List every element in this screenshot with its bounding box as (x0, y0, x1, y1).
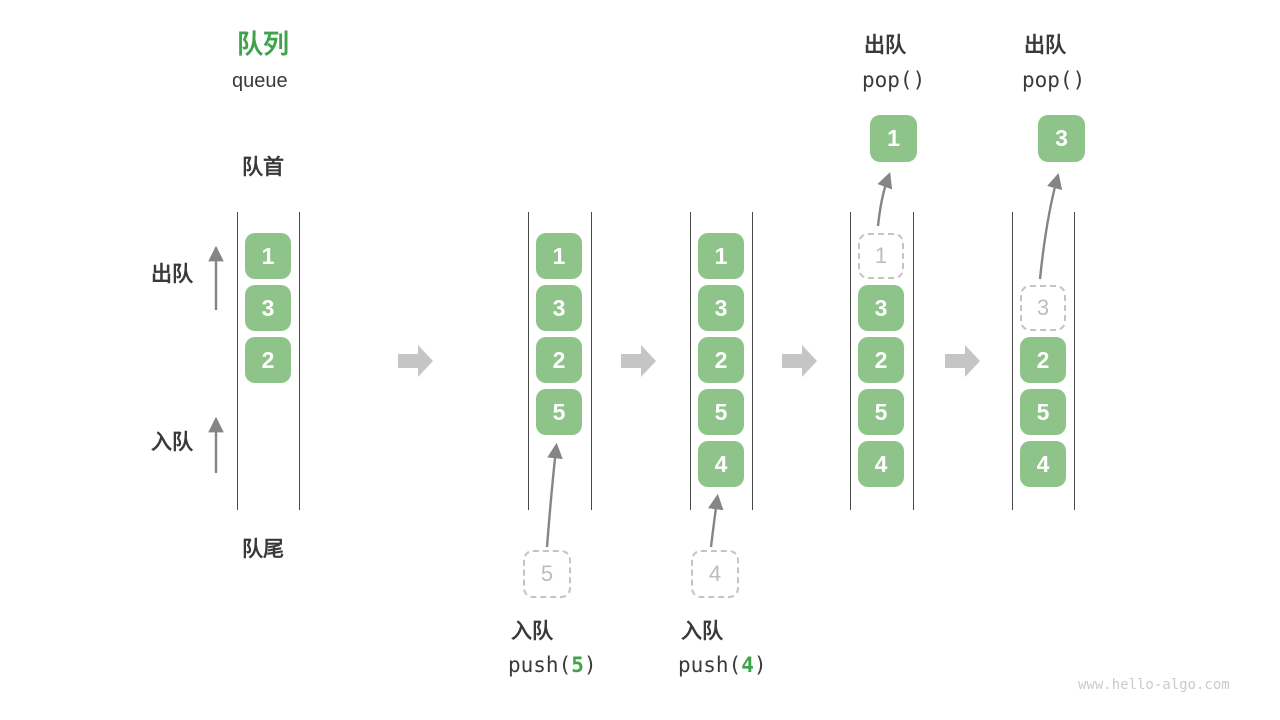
transition-chevron-icon (398, 345, 433, 377)
push4-label-zh: 入队 (681, 620, 723, 643)
pop1-label-zh: 出队 (864, 34, 906, 57)
queue-element: 5 (698, 389, 744, 435)
popped-slot-ghost: 1 (858, 233, 904, 279)
queue-element: 1 (245, 233, 291, 279)
queue-element: 2 (858, 337, 904, 383)
push5-code-post: ) (583, 653, 597, 677)
queue-element: 2 (1020, 337, 1066, 383)
push4-code-pre: push( (678, 653, 742, 677)
queue-element: 1 (536, 233, 582, 279)
queue-element: 5 (536, 389, 582, 435)
queue-element: 5 (1020, 389, 1066, 435)
push5-code: push(5) (508, 653, 597, 677)
queue-element: 2 (536, 337, 582, 383)
popped-element: 1 (870, 115, 917, 162)
queue-element: 3 (698, 285, 744, 331)
queue-element: 4 (1020, 441, 1066, 487)
transition-chevron-icon (782, 345, 817, 377)
queue-element: 2 (698, 337, 744, 383)
incoming-element-ghost: 4 (691, 550, 739, 598)
push5-code-arg: 5 (571, 653, 584, 677)
diagram-title-zh: 队列 (237, 29, 290, 59)
label-dequeue-side: 出队 (151, 263, 193, 286)
push5-code-pre: push( (508, 653, 572, 677)
pop2-label-zh: 出队 (1024, 34, 1066, 57)
queue-rails-state2 (528, 212, 592, 510)
popped-slot-ghost: 3 (1020, 285, 1066, 331)
push5-label-zh: 入队 (511, 620, 553, 643)
queue-rails-state5 (1012, 212, 1075, 510)
transition-chevron-icon (945, 345, 980, 377)
queue-element: 3 (536, 285, 582, 331)
queue-rails-state1 (237, 212, 300, 510)
watermark: www.hello-algo.com (1078, 677, 1230, 693)
label-queue-front: 队首 (242, 156, 284, 179)
pop1-code: pop() (862, 68, 926, 92)
pop2-code: pop() (1022, 68, 1086, 92)
queue-rails-state4 (850, 212, 914, 510)
diagram-title-en: queue (232, 70, 288, 92)
queue-element: 4 (698, 441, 744, 487)
incoming-element-ghost: 5 (523, 550, 571, 598)
queue-element: 3 (245, 285, 291, 331)
label-queue-rear: 队尾 (242, 538, 284, 561)
label-enqueue-side: 入队 (151, 431, 193, 454)
queue-element: 2 (245, 337, 291, 383)
transition-chevron-icon (621, 345, 656, 377)
queue-element: 3 (858, 285, 904, 331)
push4-code: push(4) (678, 653, 767, 677)
queue-element: 5 (858, 389, 904, 435)
popped-element: 3 (1038, 115, 1085, 162)
push4-code-post: ) (753, 653, 767, 677)
queue-rails-state3 (690, 212, 753, 510)
queue-element: 1 (698, 233, 744, 279)
queue-element: 4 (858, 441, 904, 487)
push4-code-arg: 4 (741, 653, 754, 677)
